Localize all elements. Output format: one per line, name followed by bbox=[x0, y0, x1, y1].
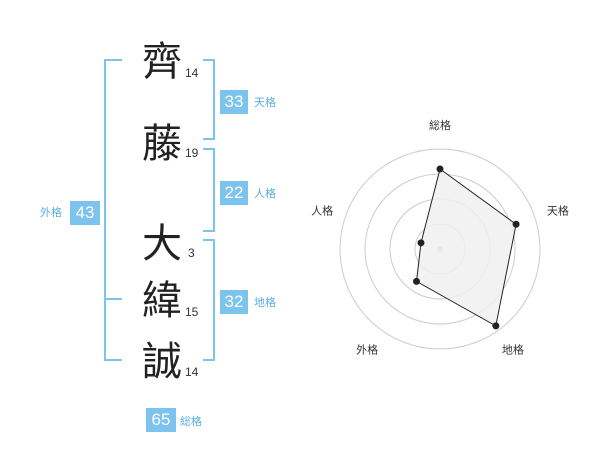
gaikaku-bracket-vertical bbox=[104, 59, 106, 361]
chikaku-bracket-top bbox=[203, 239, 215, 241]
stroke-count-5: 14 bbox=[185, 365, 199, 379]
chikaku-bracket-vertical bbox=[213, 239, 215, 361]
radar-axis-label-5: 人格 bbox=[311, 204, 333, 218]
soukaku-value-badge: 65 bbox=[146, 408, 176, 432]
tenkaku-bracket-top bbox=[203, 59, 215, 61]
gaikaku-value-badge: 43 bbox=[70, 201, 100, 225]
radar-axis-label-3: 地格 bbox=[502, 342, 524, 356]
gaikaku-bracket-top bbox=[104, 59, 122, 61]
name-char-2: 藤 bbox=[142, 121, 182, 167]
stroke-count-4: 15 bbox=[185, 305, 199, 319]
tenkaku-label: 天格 bbox=[254, 96, 276, 109]
gaikaku-bracket-bottom bbox=[104, 359, 122, 361]
chikaku-label: 地格 bbox=[254, 296, 276, 309]
radar-axis-label-2: 天格 bbox=[547, 204, 569, 218]
stroke-count-3: 3 bbox=[188, 246, 195, 260]
radar-point-3 bbox=[492, 322, 500, 330]
name-char-4: 緯 bbox=[142, 278, 182, 324]
soukaku-label: 総格 bbox=[180, 415, 202, 428]
radar-axis-label-1: 総格 bbox=[429, 118, 451, 132]
tenkaku-bracket-vertical bbox=[213, 59, 215, 140]
name-char-5: 誠 bbox=[142, 339, 182, 385]
chikaku-value-badge: 32 bbox=[220, 290, 248, 314]
name-char-1: 齊 bbox=[142, 39, 182, 85]
gaikaku-label: 外格 bbox=[40, 206, 62, 219]
jinkaku-label: 人格 bbox=[254, 187, 276, 200]
tenkaku-value-badge: 33 bbox=[220, 90, 248, 114]
stroke-count-2: 19 bbox=[185, 146, 199, 160]
radar-axis-label-4: 外格 bbox=[356, 342, 378, 356]
jinkaku-bracket-top bbox=[203, 148, 215, 150]
jinkaku-bracket-bottom bbox=[203, 230, 215, 232]
chikaku-bracket-bottom bbox=[203, 359, 215, 361]
jinkaku-value-badge: 22 bbox=[220, 181, 248, 205]
radar-area bbox=[415, 168, 517, 327]
gaikaku-bracket-middle bbox=[104, 298, 122, 300]
radar-point-4 bbox=[412, 277, 420, 285]
radar-point-2 bbox=[512, 220, 520, 228]
name-char-3: 大 bbox=[142, 221, 182, 267]
jinkaku-bracket-vertical bbox=[213, 148, 215, 232]
stroke-count-1: 14 bbox=[185, 66, 199, 80]
tenkaku-bracket-bottom bbox=[203, 138, 215, 140]
radar-point-1 bbox=[436, 165, 444, 173]
radar-point-5 bbox=[417, 239, 425, 247]
radar-ring bbox=[339, 148, 541, 350]
